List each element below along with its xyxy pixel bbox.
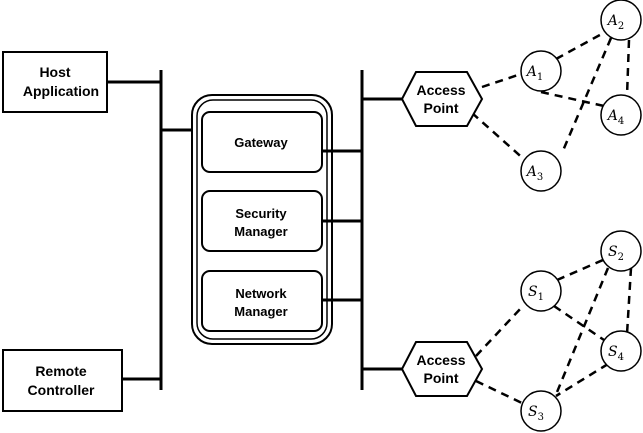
host-application-label-line2: Application	[23, 83, 99, 99]
gateway-box: Gateway	[201, 111, 323, 173]
svg-text:S2: S2	[608, 244, 624, 263]
svg-text:S4: S4	[608, 344, 624, 363]
network-manager-label-line2: Manager	[234, 304, 287, 319]
access-point-bottom-label-line1: Access	[416, 352, 465, 368]
node-a1-subscript: 1	[537, 72, 543, 83]
svg-text:S1: S1	[528, 284, 544, 303]
host-application-box: Host Application	[2, 51, 108, 113]
node-a4-letter: A	[606, 108, 618, 124]
remote-controller-box: Remote Controller	[2, 349, 123, 412]
host-application-label-line1: Host	[39, 64, 70, 80]
access-point-bottom: Access Point	[400, 341, 484, 397]
node-a3-subscript: 3	[537, 172, 543, 183]
node-a3: A3	[520, 150, 562, 192]
security-manager-box: Security Manager	[201, 190, 323, 252]
svg-text:S3: S3	[528, 404, 544, 423]
svg-text:A2: A2	[606, 13, 625, 32]
node-s2-subscript: 2	[618, 252, 624, 263]
node-s3-letter: S	[528, 404, 538, 420]
svg-text:A1: A1	[525, 64, 544, 83]
network-manager-box: Network Manager	[201, 270, 323, 332]
svg-text:A3: A3	[525, 164, 544, 183]
bottom-cluster-links	[475, 258, 633, 405]
svg-text:A4: A4	[606, 108, 625, 127]
access-point-bottom-label-line2: Point	[424, 370, 459, 386]
access-point-top-label-line2: Point	[424, 100, 459, 116]
node-a4-subscript: 4	[618, 116, 624, 127]
node-a4: A4	[600, 94, 642, 136]
node-a2-subscript: 2	[618, 21, 624, 32]
node-a1-letter: A	[525, 64, 537, 80]
node-s4: S4	[600, 330, 642, 372]
remote-controller-label-line1: Remote	[35, 363, 87, 379]
top-cluster-links	[471, 28, 631, 162]
network-manager-label-line1: Network	[235, 286, 287, 301]
node-s4-subscript: 4	[618, 352, 624, 363]
node-s2-letter: S	[608, 244, 618, 260]
node-s2: S2	[600, 230, 642, 272]
node-a2: A2	[600, 0, 642, 41]
node-s3: S3	[520, 390, 562, 432]
node-a2-letter: A	[606, 13, 618, 29]
node-s1-subscript: 1	[538, 292, 544, 303]
remote-controller-label-line2: Controller	[28, 382, 95, 398]
node-a1: A1	[520, 50, 562, 92]
node-a3-letter: A	[525, 164, 537, 180]
access-point-top: Access Point	[400, 71, 484, 127]
node-s1-letter: S	[528, 284, 538, 300]
node-s1: S1	[520, 270, 562, 312]
node-s4-letter: S	[608, 344, 618, 360]
gateway-label: Gateway	[234, 135, 288, 150]
security-manager-label-line1: Security	[235, 206, 287, 221]
node-s3-subscript: 3	[538, 412, 544, 423]
access-point-top-label-line1: Access	[416, 82, 465, 98]
security-manager-label-line2: Manager	[234, 224, 287, 239]
